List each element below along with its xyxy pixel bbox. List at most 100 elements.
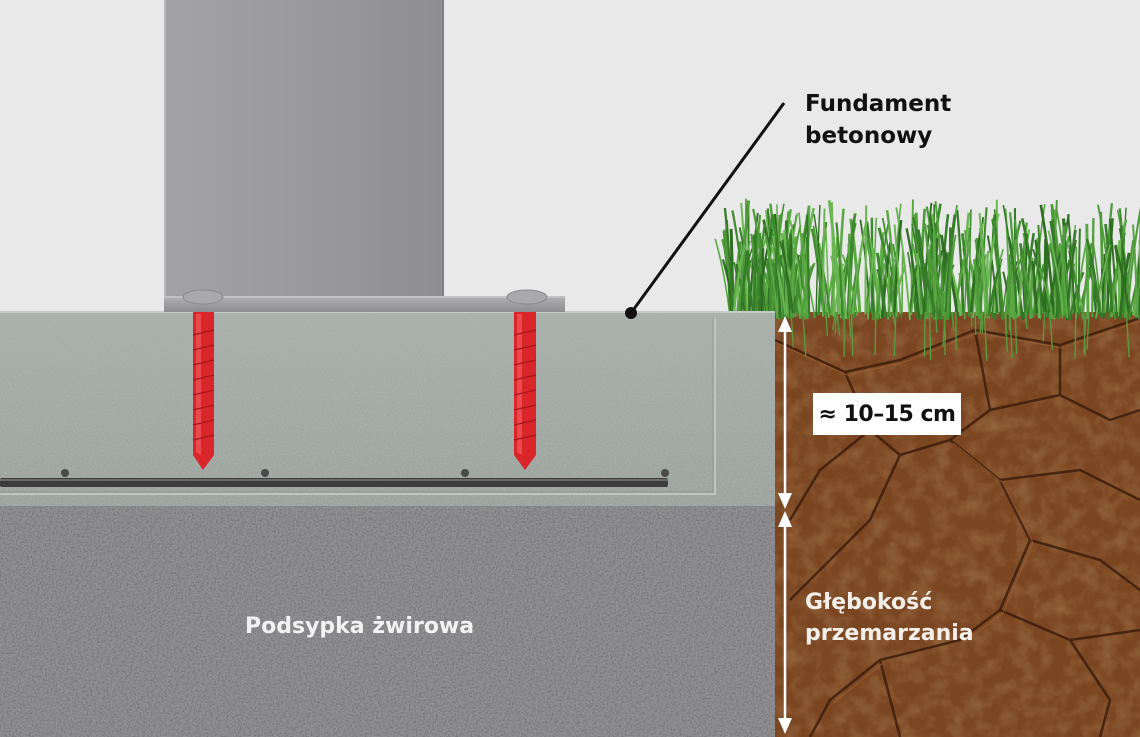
grass-root <box>1125 311 1130 358</box>
grass-blade <box>1068 245 1081 315</box>
grass-root <box>1004 311 1008 352</box>
soil-block <box>774 312 1140 737</box>
grass-blade <box>764 234 779 319</box>
anchor-bolt-left <box>192 312 215 470</box>
grass-root <box>1024 311 1028 330</box>
grass-blade <box>944 214 957 319</box>
grass-blade <box>846 221 854 314</box>
grass-blade <box>1010 250 1018 314</box>
grass-blade <box>1038 267 1054 320</box>
grass-blade <box>1039 204 1056 315</box>
grass-blade <box>905 228 921 320</box>
grass-blade <box>812 225 825 315</box>
grass-blade <box>1138 240 1140 286</box>
grass-blade <box>972 259 981 320</box>
grass-blade <box>1085 238 1102 317</box>
gravel-layer-label: Podsypka żwirowa <box>245 614 475 639</box>
grass-blade <box>864 205 868 315</box>
grass-root <box>983 311 988 361</box>
grass-blade <box>1068 271 1085 321</box>
grass-blade <box>818 257 831 314</box>
grass-root <box>790 311 795 348</box>
grass-blade <box>752 231 758 313</box>
bolt-head-left <box>182 289 224 305</box>
grass-blade <box>732 245 746 317</box>
grass-blade <box>975 244 982 318</box>
grass-blade <box>1108 218 1118 319</box>
grass-blade <box>760 248 765 318</box>
grass-root <box>893 311 897 357</box>
grass-root <box>834 311 837 334</box>
grass-blade <box>866 247 876 320</box>
dimension-arrow-cover <box>778 316 792 509</box>
grass-blade <box>752 235 763 315</box>
grass-blade <box>851 220 868 315</box>
steel-post <box>164 0 444 300</box>
grass-root <box>928 311 932 361</box>
grass-blade <box>876 269 888 319</box>
base-plate <box>164 289 565 312</box>
grass-root <box>1086 311 1090 350</box>
grass-blade <box>723 207 735 319</box>
cover-dimension-text: ≈ 10–15 cm <box>818 401 956 427</box>
grass-blade <box>895 207 911 320</box>
grass-root <box>802 311 807 357</box>
rebar <box>0 469 669 487</box>
grass-layer <box>714 198 1140 361</box>
grass-blade <box>1043 239 1048 313</box>
grass-blade <box>798 212 806 320</box>
grass-root <box>825 311 828 337</box>
grass-blade <box>978 212 987 319</box>
grass-root <box>832 311 837 330</box>
frost-depth-label: Głębokość przemarzania <box>805 587 974 649</box>
grass-blade <box>731 210 748 314</box>
grass-blade <box>1037 224 1043 315</box>
grass-blade <box>805 215 811 317</box>
grass-blade <box>770 244 787 315</box>
grass-root <box>1014 311 1018 354</box>
grass-root <box>934 311 938 334</box>
grass-blade <box>779 261 794 313</box>
grass-root <box>923 311 926 357</box>
grass-root <box>970 311 973 326</box>
grass-blade <box>987 264 1002 316</box>
grass-blade <box>1047 230 1065 315</box>
bolt-head-right <box>506 289 548 305</box>
grass-root <box>891 311 896 326</box>
grass-blade <box>883 263 891 317</box>
grass-blade <box>1068 250 1077 315</box>
grass-root <box>850 311 854 357</box>
grass-blade <box>956 209 965 314</box>
concrete-foundation-label-line2: betonowy <box>805 123 933 149</box>
grass-root <box>1042 311 1046 342</box>
grass-blade <box>827 200 841 315</box>
grass-blade <box>986 235 999 313</box>
grass-root <box>1083 311 1087 353</box>
grass-blade <box>1123 239 1135 318</box>
grass-root <box>1049 311 1054 350</box>
grass-blade <box>1128 273 1140 319</box>
grass-blade <box>754 223 766 317</box>
grass-blade <box>1021 250 1028 316</box>
grass-blade <box>929 258 946 316</box>
grass-blade <box>922 269 937 318</box>
concrete-foundation-label-line1: Fundament <box>805 91 952 117</box>
grass-blade <box>963 229 978 314</box>
grass-blade <box>835 222 844 320</box>
grass-blade <box>946 244 955 321</box>
grass-blade <box>779 240 794 314</box>
concrete-foundation-label: Fundament betonowy <box>805 88 951 152</box>
dimension-arrow-frost-depth <box>778 511 792 734</box>
gravel-layer <box>0 505 775 737</box>
grass-blade <box>869 238 882 319</box>
grass-blade <box>853 258 862 318</box>
concrete-foundation <box>0 311 775 506</box>
grass-blade <box>1031 260 1039 314</box>
grass-blade <box>934 201 945 313</box>
grass-root <box>848 311 852 338</box>
grass-blade <box>1007 236 1024 321</box>
grass-root <box>951 311 955 332</box>
grass-root <box>943 311 946 356</box>
grass-root <box>836 311 841 336</box>
